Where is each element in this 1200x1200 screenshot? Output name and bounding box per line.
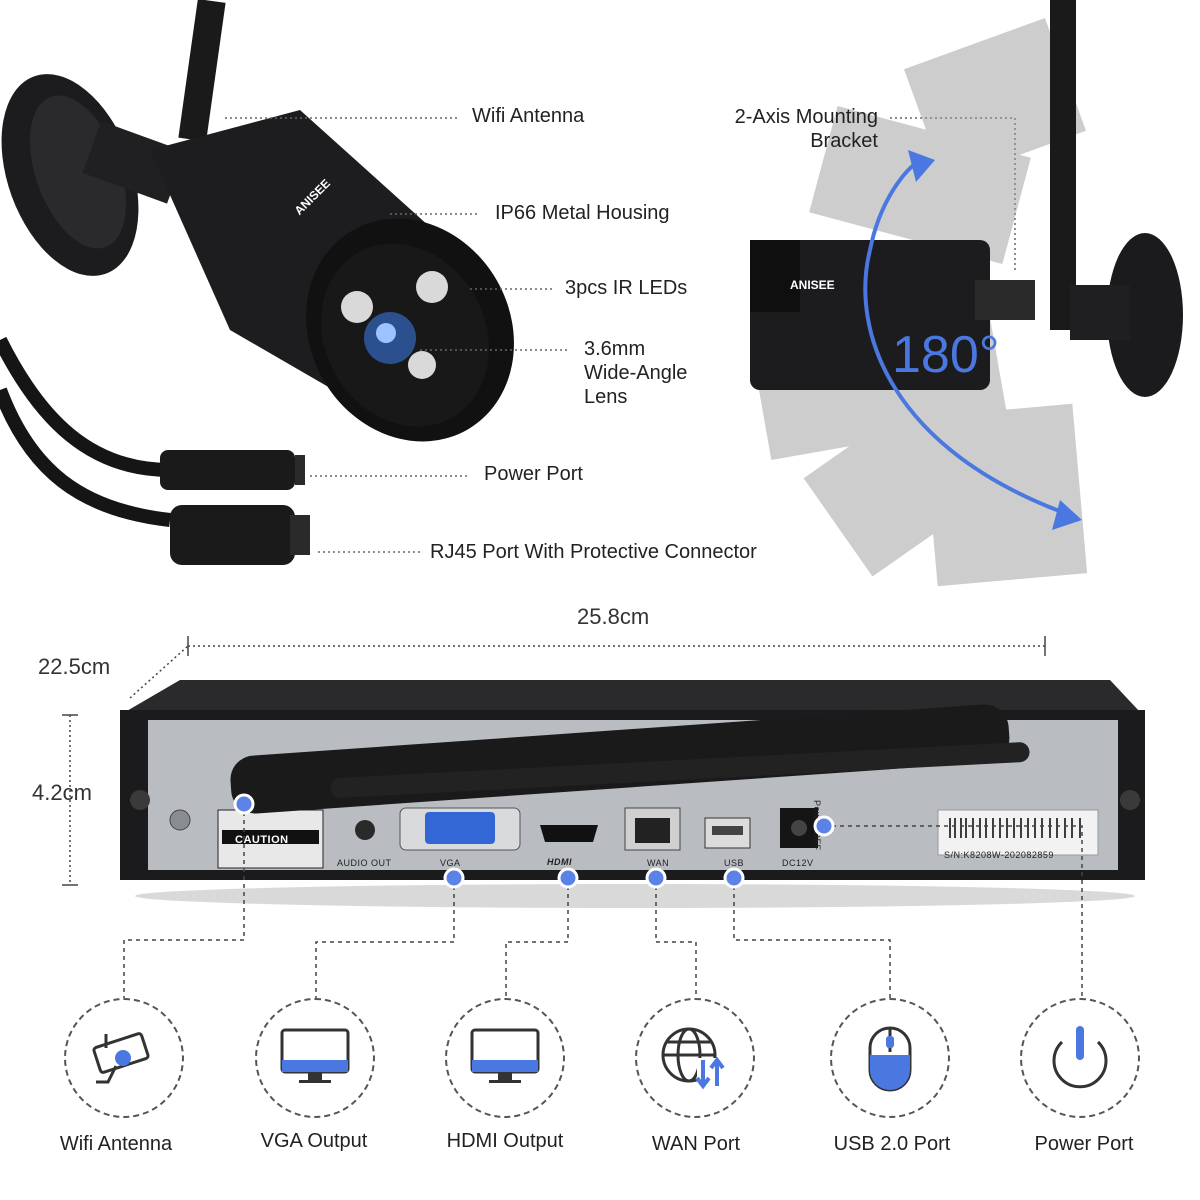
feature-hdmi [445, 998, 565, 1118]
usb-label: USB [724, 858, 745, 868]
feature-vga [255, 998, 375, 1118]
callout-housing: IP66 Metal Housing [495, 202, 670, 224]
mouse-icon [868, 1026, 912, 1092]
feature-label-usb: USB 2.0 Port [833, 1133, 951, 1155]
serial-number: S/N:K8208W-202082859 [944, 850, 1054, 860]
feature-label-wifi-antenna: Wifi Antenna [59, 1133, 173, 1155]
feature-label-power: Power Port [1034, 1133, 1134, 1155]
bracket-rotation-illustration [750, 0, 1183, 587]
monitor-icon [280, 1028, 350, 1083]
antenna-camera-icon [92, 1032, 150, 1084]
callout-ir-leds: 3pcs IR LEDs [565, 277, 688, 299]
dimension-depth: 22.5cm [38, 654, 111, 679]
feature-label-hdmi: HDMI Output [446, 1130, 564, 1152]
dimension-width: 25.8cm [577, 604, 650, 629]
callout-lens: 3.6mm Wide-Angle Lens [584, 338, 688, 408]
vga-label: VGA [440, 858, 461, 868]
bracket-brand-logo: ANISEE [790, 278, 835, 292]
wan-label: WAN [647, 858, 670, 868]
feature-usb [830, 998, 950, 1118]
caution-label: CAUTION [235, 834, 289, 846]
connector-lines [123, 793, 1083, 998]
dimension-height: 4.2cm [32, 780, 92, 805]
feature-wan [635, 998, 755, 1118]
feature-label-wan: WAN Port [651, 1133, 741, 1155]
power-icon [1052, 1026, 1108, 1089]
hdmi-label: HDMI [547, 857, 572, 867]
camera-illustration [0, 0, 514, 565]
callout-power-port: Power Port [484, 463, 583, 485]
feature-power [1020, 998, 1140, 1118]
nvr-device [120, 680, 1145, 908]
dc-label: DC12V [782, 858, 814, 868]
monitor-icon [470, 1028, 540, 1083]
callout-wifi-antenna: Wifi Antenna [472, 105, 585, 127]
rotation-angle: 180° [892, 326, 1000, 384]
callout-bracket: 2-Axis Mounting Bracket [734, 106, 878, 152]
audio-out-label: AUDIO OUT [337, 858, 392, 868]
globe-transfer-icon [661, 1027, 725, 1090]
feature-wifi-antenna [64, 998, 184, 1118]
callout-rj45: RJ45 Port With Protective Connector [430, 541, 757, 563]
dimension-lines [62, 636, 1046, 886]
feature-label-vga: VGA Output [260, 1130, 368, 1152]
